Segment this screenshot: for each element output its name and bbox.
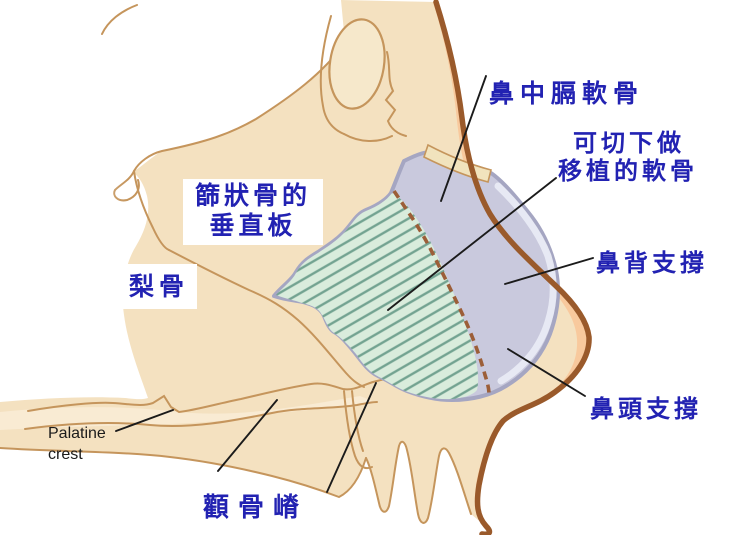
leader-line-dorsal-support	[504, 257, 594, 285]
palatine-ridge-bottom-line	[24, 401, 378, 430]
label-graft-cartilage-line1: 可切下做	[573, 128, 685, 157]
tooth-root-line-1	[343, 390, 373, 470]
palatine-ridge-top-line	[27, 372, 423, 414]
label-palatine-line2: crest	[48, 446, 83, 463]
tooth-root-line-2	[351, 390, 364, 452]
maxilla-light-band	[0, 396, 375, 430]
label-palatine-crest: Palatine crest	[48, 423, 106, 465]
left-fade-overlay	[0, 140, 128, 392]
vomer-boundary-line	[168, 249, 365, 388]
leader-line-tip-support	[507, 348, 586, 397]
leader-line-graft-cartilage	[387, 177, 557, 311]
label-septal-cartilage: 鼻中膈軟骨	[489, 79, 645, 108]
alveolar-teeth-outline	[365, 440, 472, 524]
label-ethmoid-line1: 篩狀骨的	[194, 181, 311, 210]
graft-region	[276, 193, 479, 400]
leader-line-maxillary-crest-left	[217, 399, 278, 472]
brow-arc-line	[101, 4, 138, 35]
suture-zigzag-line	[384, 51, 407, 137]
maxilla-bottom-edge-line	[0, 447, 367, 499]
label-ethmoid-line2: 垂直板	[209, 211, 297, 240]
label-palatine-line1: Palatine	[48, 425, 106, 442]
leader-line-septal-cartilage	[440, 75, 487, 202]
label-graft-cartilage: 可切下做 移植的軟骨	[558, 129, 698, 185]
nasofrontal-curve-line	[133, 170, 170, 251]
label-ethmoid-perpendicular-plate: 篩狀骨的 垂直板	[183, 179, 323, 245]
leader-line-maxillary-crest-right	[326, 382, 377, 493]
sinus-left-flank-line	[319, 15, 345, 135]
cut-dashed-line	[392, 190, 491, 395]
label-vomer: 梨骨	[121, 264, 197, 309]
label-graft-cartilage-line2: 移植的軟骨	[558, 156, 698, 185]
label-tip-support: 鼻頭支撐	[590, 394, 702, 423]
label-dorsal-support: 鼻背支撐	[596, 248, 708, 277]
frontal-sinus	[328, 18, 386, 110]
label-maxillary-crest: 顴骨嵴	[203, 493, 309, 523]
leader-line-palatine-crest	[115, 409, 174, 432]
suture-under-sinus-line	[343, 133, 393, 142]
nose-profile-outline	[433, 0, 592, 535]
